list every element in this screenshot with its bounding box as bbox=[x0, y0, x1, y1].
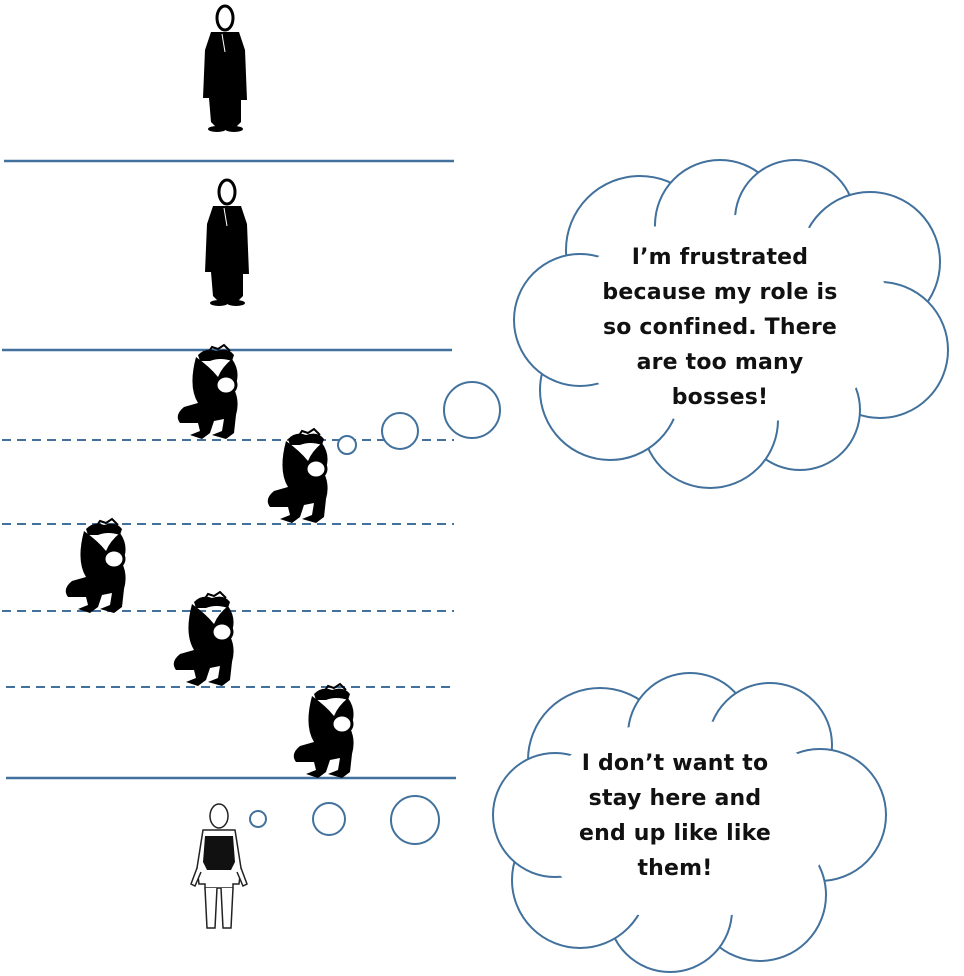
young-worker-icon bbox=[190, 803, 248, 929]
thought-dot bbox=[390, 795, 440, 845]
thought-text-top: I’m frustrated because my role is so con… bbox=[560, 240, 880, 415]
thought-dot bbox=[443, 381, 501, 439]
thought-cloud-bottom bbox=[492, 672, 887, 973]
thought-line: are too many bbox=[636, 350, 804, 375]
thought-dot bbox=[337, 435, 357, 455]
standing-boss-icon bbox=[201, 4, 249, 134]
thought-line: so confined. There bbox=[602, 315, 838, 340]
thought-line: I’m frustrated bbox=[631, 245, 809, 270]
thought-line: end up like like bbox=[578, 821, 771, 846]
thought-line: them! bbox=[637, 856, 713, 881]
thought-line: bosses! bbox=[671, 385, 769, 410]
crouching-worker-icon bbox=[292, 682, 356, 780]
thought-dot bbox=[312, 802, 346, 836]
thought-dot bbox=[249, 810, 267, 828]
thought-cloud-top bbox=[513, 159, 949, 489]
crouching-worker-icon bbox=[176, 343, 240, 441]
thought-line: because my role is bbox=[602, 280, 838, 305]
thought-dot bbox=[381, 412, 419, 450]
thought-text-bottom: I don’t want to stay here and end up lik… bbox=[520, 746, 830, 886]
standing-boss-icon bbox=[203, 178, 251, 308]
thought-line: I don’t want to bbox=[581, 751, 769, 776]
crouching-worker-icon bbox=[266, 427, 330, 525]
thought-line: stay here and bbox=[588, 786, 762, 811]
crouching-worker-icon bbox=[172, 590, 236, 688]
crouching-worker-icon bbox=[64, 517, 128, 615]
